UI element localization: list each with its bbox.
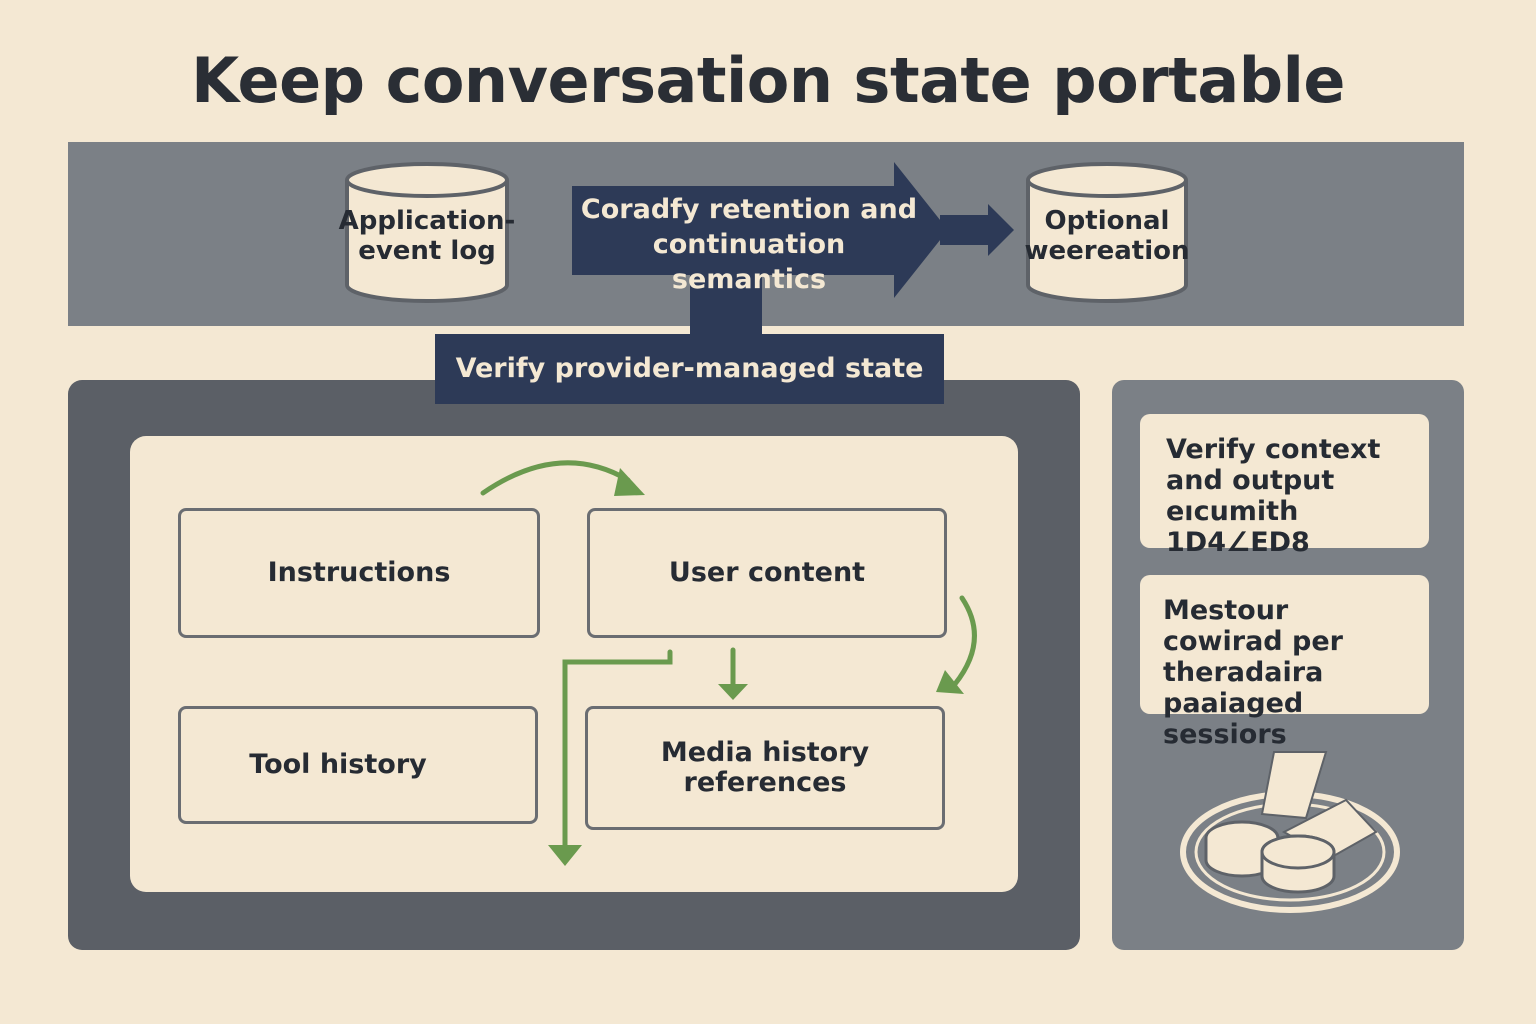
optional-store-text: Optional weereation (1024, 206, 1190, 266)
database-icon (1026, 162, 1188, 303)
database-icon (345, 162, 509, 303)
retention-semantics-label: Coradfy retention and continuation seman… (580, 194, 918, 295)
application-event-log-text: Application- event log (338, 206, 516, 266)
tool-history-node: Tool history (178, 706, 538, 824)
arrow-right-icon (572, 162, 1014, 338)
application-event-log-label: Application- event log (337, 206, 517, 266)
verify-context-card: Verify context and output eıcumith 1D4∠E… (1140, 414, 1429, 558)
verify-provider-state-banner: Verify provider-managed state (435, 334, 944, 404)
instructions-node: Instructions (178, 508, 540, 638)
plate-of-stones-icon (1180, 751, 1400, 913)
optional-store-label: Optional weereation (1017, 206, 1197, 266)
top-band-graphics (345, 162, 1188, 338)
sessions-card: Mestour cowirad per theradaira paaiaged … (1140, 575, 1429, 750)
user-content-node: User content (587, 508, 947, 638)
page-title: Keep conversation state portable (191, 44, 1345, 117)
media-history-node: Media history references (585, 706, 945, 830)
